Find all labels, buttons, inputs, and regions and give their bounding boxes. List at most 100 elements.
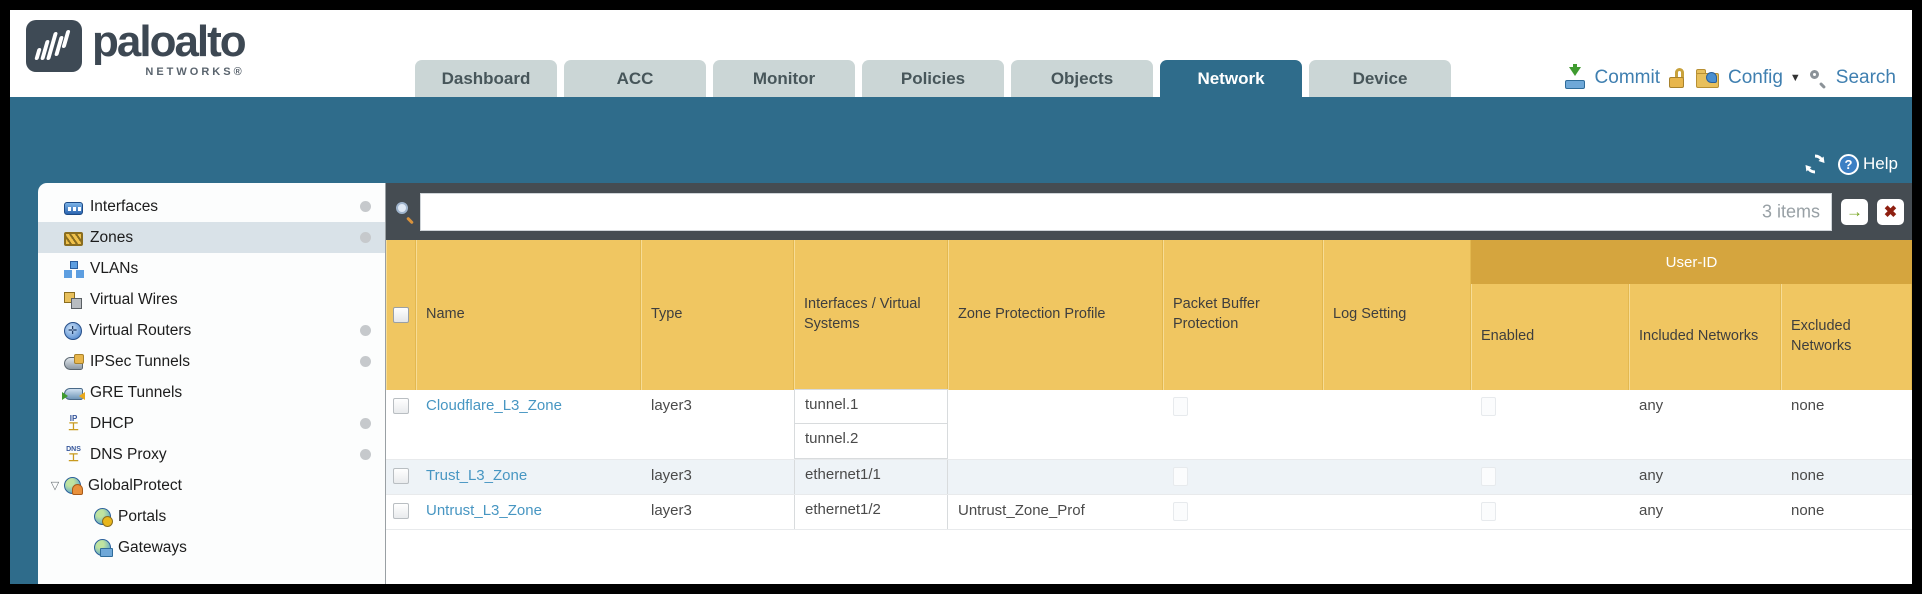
refresh-icon[interactable]	[1804, 153, 1826, 175]
sidebar-item-portals[interactable]: Portals	[38, 501, 385, 532]
search-icon[interactable]	[1809, 69, 1827, 89]
filter-search-icon	[394, 201, 416, 224]
status-dot	[360, 325, 371, 336]
tab-acc[interactable]: ACC	[564, 60, 706, 97]
interfaces-cell: ethernet1/2	[794, 495, 948, 529]
zone-protection-cell	[948, 460, 1163, 494]
zone-protection-cell	[948, 390, 1163, 459]
row-select-checkbox[interactable]	[393, 398, 409, 414]
zone-name-link[interactable]: Trust_L3_Zone	[426, 467, 528, 484]
zones-icon	[64, 231, 83, 246]
column-header-type[interactable]: Type	[641, 240, 794, 390]
zone-name-link[interactable]: Cloudflare_L3_Zone	[426, 397, 562, 414]
select-all-checkbox[interactable]	[392, 307, 409, 323]
user-id-enabled-checkbox[interactable]	[1481, 397, 1496, 416]
excluded-networks-cell: none	[1791, 467, 1825, 484]
sidebar-item-zones[interactable]: Zones	[38, 222, 385, 253]
dns-proxy-icon	[64, 446, 83, 464]
sidebar-item-vlans[interactable]: VLANs	[38, 253, 385, 284]
zone-name-cell: Untrust_L3_Zone	[416, 495, 641, 529]
interfaces-icon	[64, 201, 83, 215]
main-panel: 3 items → ✖ Name Type Interfaces / Virtu…	[386, 183, 1912, 584]
sidebar-item-dns-proxy[interactable]: DNS Proxy	[38, 439, 385, 470]
config-menu[interactable]: Config	[1727, 67, 1783, 88]
column-header-included-networks[interactable]: Included Networks	[1629, 284, 1781, 390]
row-select-checkbox[interactable]	[393, 468, 409, 484]
sidebar-item-interfaces[interactable]: Interfaces	[38, 191, 385, 222]
clear-filter-button[interactable]: ✖	[1877, 198, 1904, 225]
interface-entry: tunnel.1	[794, 389, 948, 424]
table-filler	[386, 530, 1912, 584]
teal-band: ? Help	[10, 97, 1912, 183]
config-icon[interactable]	[1695, 68, 1719, 88]
sidebar-item-virtual-wires[interactable]: Virtual Wires	[38, 284, 385, 315]
tab-device[interactable]: Device	[1309, 60, 1451, 97]
user-id-enabled-checkbox[interactable]	[1481, 502, 1496, 521]
packet-buffer-checkbox[interactable]	[1173, 502, 1188, 521]
sidebar-item-gre-tunnels[interactable]: GRE Tunnels	[38, 377, 385, 408]
row-select-cell	[386, 390, 416, 459]
paloalto-logo-icon	[26, 20, 82, 72]
left-rail	[10, 183, 38, 584]
lock-icon[interactable]	[1668, 68, 1687, 88]
packet-buffer-cell	[1163, 495, 1323, 529]
expander-triangle-icon[interactable]: ▽	[50, 480, 60, 492]
sidebar-item-gateways[interactable]: Gateways	[38, 532, 385, 563]
virtual-wires-icon	[64, 291, 83, 309]
packet-buffer-checkbox[interactable]	[1173, 467, 1188, 486]
status-dot	[360, 356, 371, 367]
chevron-down-icon[interactable]: ▼	[1789, 72, 1801, 84]
sidebar-item-label: IPSec Tunnels	[90, 352, 190, 370]
column-header-interfaces[interactable]: Interfaces / Virtual Systems	[794, 240, 948, 390]
header-actions: Commit Config ▼ Search	[1564, 64, 1896, 89]
included-networks-cell: any	[1639, 397, 1664, 414]
items-count: 3 items	[1761, 201, 1820, 221]
tab-dashboard[interactable]: Dashboard	[415, 60, 557, 97]
paloalto-logo: paloalto NETWORKS®	[26, 20, 247, 78]
status-dot	[360, 418, 371, 429]
column-header-excluded-networks[interactable]: Excluded Networks	[1781, 284, 1912, 390]
help-button[interactable]: ? Help	[1838, 153, 1898, 175]
status-dot	[360, 232, 371, 243]
column-header-enabled[interactable]: Enabled	[1471, 284, 1629, 390]
commit-button[interactable]: Commit	[1594, 67, 1660, 88]
column-header-zone-protection[interactable]: Zone Protection Profile	[948, 240, 1163, 390]
zone-name-cell: Cloudflare_L3_Zone	[416, 390, 641, 459]
tab-network[interactable]: Network	[1160, 60, 1302, 97]
user-id-enabled-cell	[1471, 495, 1629, 529]
sidebar-item-label: GlobalProtect	[88, 476, 182, 494]
sidebar-item-globalprotect[interactable]: ▽ GlobalProtect	[38, 470, 385, 501]
apply-filter-button[interactable]: →	[1841, 198, 1868, 225]
sidebar-item-label: Interfaces	[90, 197, 159, 215]
sidebar-item-label: Portals	[118, 507, 167, 525]
column-header-packet-buffer[interactable]: Packet Buffer Protection	[1163, 240, 1323, 390]
zone-type-cell: layer3	[651, 502, 692, 519]
row-select-cell	[386, 460, 416, 494]
sidebar-item-dhcp[interactable]: DHCP	[38, 408, 385, 439]
sidebar-item-virtual-routers[interactable]: Virtual Routers	[38, 315, 385, 346]
gre-tunnels-icon	[62, 388, 85, 400]
included-networks-cell: any	[1639, 502, 1664, 519]
packet-buffer-cell	[1163, 460, 1323, 494]
commit-icon[interactable]	[1564, 64, 1586, 89]
tab-policies[interactable]: Policies	[862, 60, 1004, 97]
log-setting-cell	[1323, 460, 1471, 494]
sidebar-item-ipsec-tunnels[interactable]: IPSec Tunnels	[38, 346, 385, 377]
packet-buffer-checkbox[interactable]	[1173, 397, 1188, 416]
row-select-checkbox[interactable]	[393, 503, 409, 519]
tab-monitor[interactable]: Monitor	[713, 60, 855, 97]
column-header-name[interactable]: Name	[416, 240, 641, 390]
zone-name-link[interactable]: Untrust_L3_Zone	[426, 502, 542, 519]
user-id-group-header: User-ID	[1471, 240, 1912, 284]
zone-name-cell: Trust_L3_Zone	[416, 460, 641, 494]
column-header-log-setting[interactable]: Log Setting	[1323, 240, 1471, 390]
user-id-enabled-checkbox[interactable]	[1481, 467, 1496, 486]
brand-subtitle: NETWORKS®	[145, 66, 245, 78]
excluded-networks-cell: none	[1791, 502, 1825, 519]
log-setting-cell	[1323, 390, 1471, 459]
search-button[interactable]: Search	[1835, 67, 1896, 88]
tab-objects[interactable]: Objects	[1011, 60, 1153, 97]
filter-input[interactable]	[420, 192, 1832, 231]
